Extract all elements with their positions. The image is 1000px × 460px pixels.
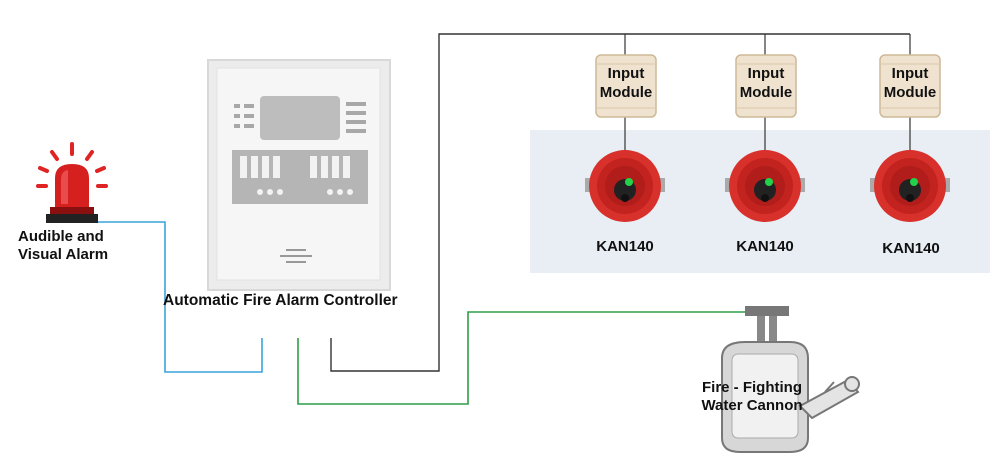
- bus-wire: [330, 33, 910, 372]
- controller-cabinet: [207, 59, 391, 291]
- flame-detector-icon: [870, 150, 950, 222]
- water-cannon-icon: [721, 306, 860, 453]
- module-label-line2: Module: [599, 84, 653, 101]
- input-module-icon: [595, 54, 657, 118]
- cannon-label: Fire - Fighting Water Cannon: [692, 379, 812, 415]
- detector-label-2: KAN140: [736, 238, 794, 255]
- alarm-label-line2: Visual Alarm: [18, 246, 109, 263]
- alarm-wire: [97, 221, 263, 373]
- flame-detector-icon: [585, 150, 665, 222]
- module-label-1: Input Module: [591, 64, 661, 102]
- module-label-2: Input Module: [731, 64, 801, 102]
- input-module-icon: [879, 54, 941, 118]
- cannon-label-line1: Fire - Fighting: [702, 379, 802, 396]
- module-label-3: Input Module: [875, 64, 945, 102]
- module-drops: [624, 34, 911, 150]
- detector-label-3: KAN140: [882, 240, 940, 257]
- module-label-line2: Module: [739, 84, 793, 101]
- cannon-wire: [297, 311, 752, 405]
- controller-display: [260, 96, 340, 140]
- module-label-line2: Module: [883, 84, 937, 101]
- cannon-label-line2: Water Cannon: [701, 397, 803, 414]
- module-label-line1: Input: [607, 65, 645, 82]
- beacon-icon: [36, 142, 108, 223]
- controller-label: Automatic Fire Alarm Controller: [163, 292, 398, 309]
- flame-detector-icon: [725, 150, 805, 222]
- module-label-line1: Input: [891, 65, 929, 82]
- alarm-label-line1: Audible and: [18, 228, 104, 245]
- input-module-icon: [735, 54, 797, 118]
- detector-label-1: KAN140: [596, 238, 654, 255]
- alarm-label: Audible and Visual Alarm: [18, 228, 108, 264]
- module-label-line1: Input: [747, 65, 785, 82]
